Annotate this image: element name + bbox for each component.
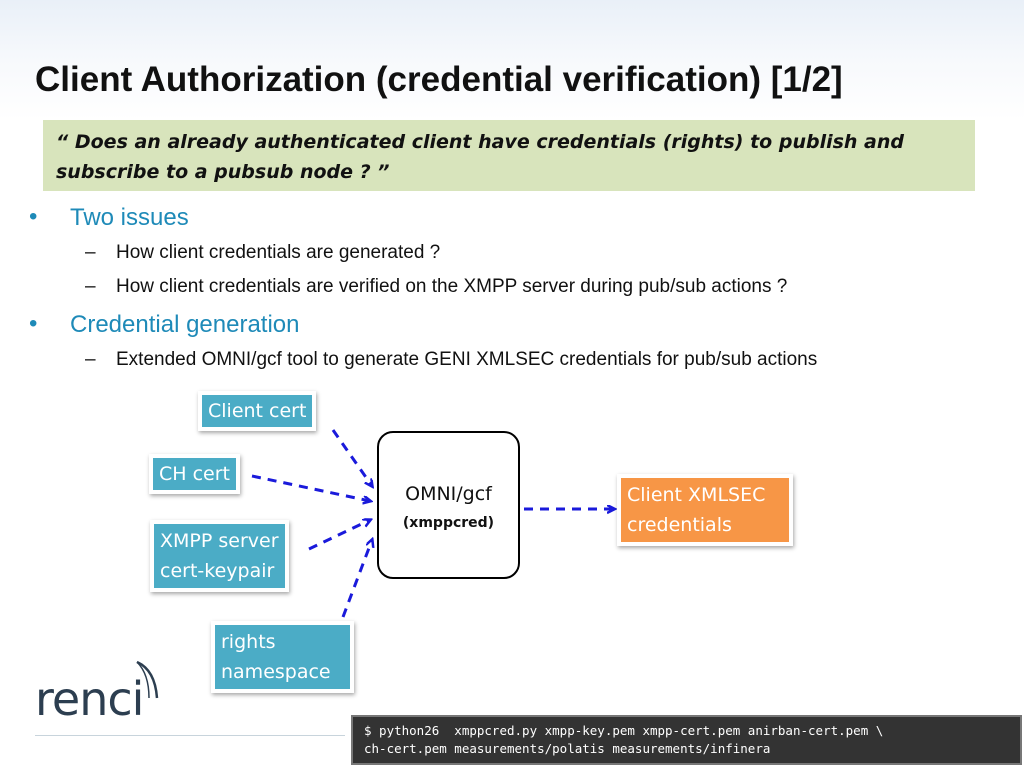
dash-icon: – (85, 349, 96, 370)
ch-cert-box: CH cert (149, 454, 240, 494)
rights-label-1: rights (221, 631, 276, 653)
sub-bullet-text: Extended OMNI/gcf tool to generate GENI … (116, 349, 818, 370)
xmpp-server-label-1: XMPP server (160, 530, 279, 552)
tool-subname: (xmppcred) (402, 515, 495, 531)
dash-icon: – (85, 242, 96, 263)
footer-divider (35, 735, 345, 736)
tool-name: OMNI/gcf (405, 483, 492, 505)
client-xmlsec-credentials-box: Client XMLSEC credentials (617, 474, 793, 546)
renci-logo: renci (35, 660, 165, 730)
ch-cert-label: CH cert (159, 463, 230, 485)
client-cert-box: Client cert (198, 391, 317, 431)
arrow-client-cert (331, 429, 372, 486)
question-line-2: subscribe to a pubsub node ? ” (56, 161, 390, 183)
dash-icon: – (85, 276, 96, 297)
output-label-1: Client XMLSEC (627, 484, 766, 506)
rights-namespace-box: rights namespace (211, 621, 354, 693)
slide-title: Client Authorization (credential verific… (35, 60, 843, 99)
logo-swoosh-icon (136, 660, 159, 699)
bullet-text: Two issues (70, 204, 189, 231)
command-line-2: ch-cert.pem measurements/polatis measure… (364, 741, 771, 756)
question-callout: “ Does an already authenticated client h… (43, 120, 975, 191)
xmpp-server-box: XMPP server cert-keypair (150, 520, 289, 592)
bullet-dot-icon: • (29, 203, 38, 230)
arrow-ch-cert (251, 474, 370, 501)
logo-text: renci (35, 672, 144, 726)
output-label-2: credentials (627, 514, 732, 536)
command-line-1: $ python26 xmppcred.py xmpp-key.pem xmpp… (364, 723, 884, 738)
omni-gcf-tool-box: OMNI/gcf (xmppcred) (377, 431, 520, 579)
question-line-1: “ Does an already authenticated client h… (56, 131, 904, 153)
sub-bullet-text: How client credentials are verified on t… (116, 276, 788, 297)
client-cert-label: Client cert (208, 400, 307, 422)
bullet-text: Credential generation (70, 311, 300, 338)
arrow-xmpp-server (308, 520, 370, 551)
arrow-rights (341, 540, 372, 618)
sub-bullet-text: How client credentials are generated ? (116, 242, 441, 263)
command-line-box: $ python26 xmppcred.py xmpp-key.pem xmpp… (351, 715, 1022, 765)
xmpp-server-label-2: cert-keypair (160, 560, 275, 582)
rights-label-2: namespace (221, 661, 331, 683)
bullet-dot-icon: • (29, 310, 38, 337)
